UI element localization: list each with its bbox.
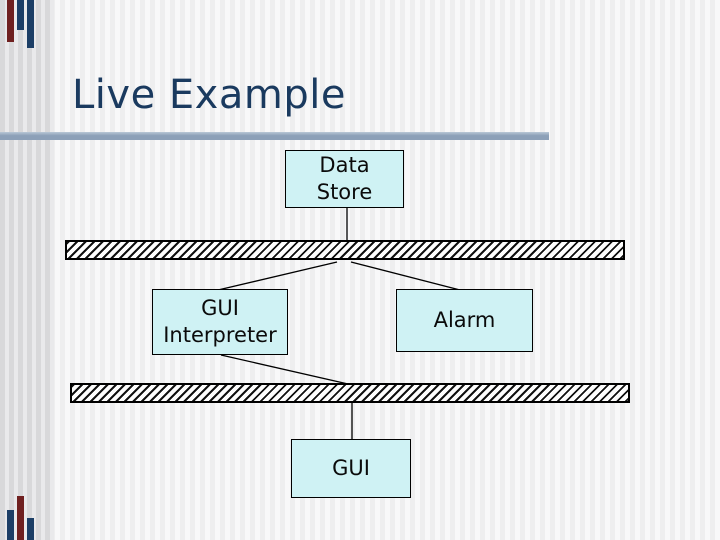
slide-title: Live Example xyxy=(72,72,346,118)
corner-pixel-decoration xyxy=(7,510,14,540)
box-data-store: Data Store xyxy=(285,150,404,208)
box-gui-interpreter: GUI Interpreter xyxy=(152,289,288,355)
box-data-store-label-line1: Data xyxy=(319,153,370,177)
box-alarm: Alarm xyxy=(396,289,533,352)
box-data-store-label-line2: Store xyxy=(316,180,373,204)
corner-pixel-decoration xyxy=(17,496,24,540)
connector-gui-interpreter-to-bar2 xyxy=(220,354,349,385)
box-gui-interpreter-label-line1: GUI xyxy=(201,296,239,320)
box-alarm-label: Alarm xyxy=(433,308,496,332)
box-gui-interpreter-label-line2: Interpreter xyxy=(163,323,277,347)
corner-pixel-decoration xyxy=(27,0,34,48)
corner-pixel-decoration xyxy=(27,518,34,540)
corner-pixel-decoration xyxy=(7,0,14,42)
title-underline-rule xyxy=(0,132,549,140)
corner-pixel-decoration xyxy=(17,0,24,30)
connector-bar1-to-gui-interpreter xyxy=(217,261,338,291)
data-store-bar-upper xyxy=(65,240,625,260)
box-gui: GUI xyxy=(291,439,411,498)
left-striped-band xyxy=(0,0,54,540)
data-store-bar-lower xyxy=(70,383,630,403)
connector-bar1-to-alarm xyxy=(350,261,461,291)
box-gui-label: GUI xyxy=(332,456,370,480)
